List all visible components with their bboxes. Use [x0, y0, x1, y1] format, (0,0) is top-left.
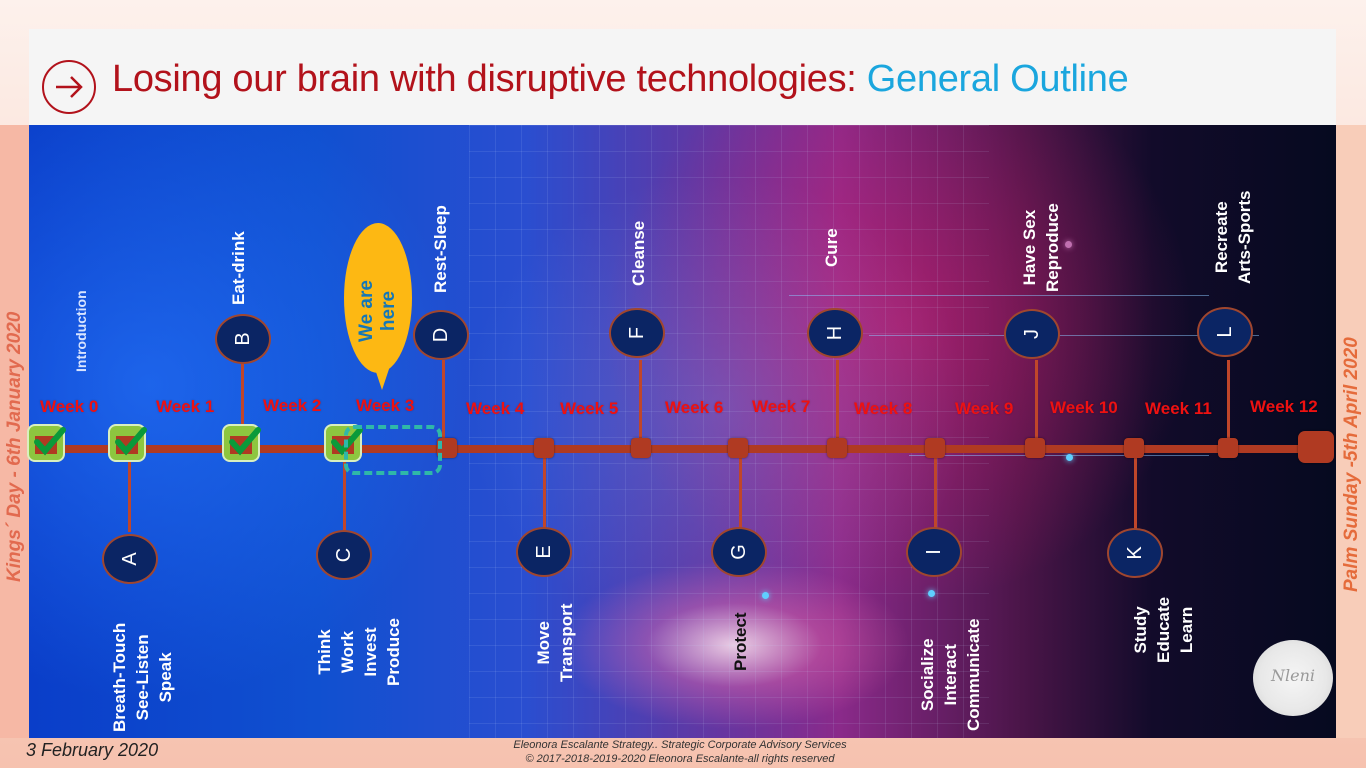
stem-j: [1035, 360, 1038, 448]
week-label: Week 6: [665, 398, 724, 417]
slide-title: Losing our brain with disruptive technol…: [112, 58, 1129, 101]
end-date-label: Palm Sunday -5th April 2020: [1341, 337, 1362, 592]
title-main: Losing our brain with disruptive technol…: [112, 58, 867, 100]
signature-seal-logo: Nleni: [1253, 640, 1333, 716]
week-label: Week 10: [1050, 398, 1118, 417]
week-label: Week 12: [1250, 397, 1318, 416]
stem-c: [343, 452, 346, 532]
current-week-highlight: [344, 425, 442, 475]
footer-date: 3 February 2020: [26, 740, 159, 760]
topic-node-c[interactable]: C: [316, 530, 372, 580]
topic-node-d[interactable]: D: [413, 310, 469, 360]
title-accent: General Outline: [866, 58, 1129, 100]
week-label: Week 2: [263, 396, 322, 415]
circuit-line: [909, 455, 1209, 456]
circuit-line: [789, 295, 1209, 296]
stem-k: [1134, 452, 1137, 532]
brain-background: [29, 125, 1336, 738]
topic-node-b[interactable]: B: [215, 314, 271, 364]
topic-label-h: Cure: [822, 228, 841, 267]
bubble-tail: [372, 360, 392, 390]
topic-node-e[interactable]: E: [516, 527, 572, 577]
right-band: [1336, 125, 1366, 738]
introduction-label: Introduction: [73, 290, 89, 372]
topic-label-c: Think Work Invest Produce: [315, 617, 403, 686]
topic-node-g[interactable]: G: [711, 527, 767, 577]
footer-copyright: Eleonora Escalante Strategy.. Strategic …: [440, 738, 920, 766]
week-label: Week 9: [955, 399, 1014, 418]
topic-label-l: Recreate Arts-Sports: [1212, 190, 1254, 284]
topic-label-j: Have Sex Reproduce: [1020, 203, 1062, 292]
circuit-node: [928, 590, 935, 597]
week-tick: [1218, 438, 1238, 458]
grid-overlay: [469, 125, 989, 738]
topic-label-i: Socialize Interact Communicate: [918, 618, 983, 731]
checkmark-icon: [115, 427, 147, 456]
week-label: Week 1: [156, 397, 215, 416]
topic-node-j[interactable]: J: [1004, 309, 1060, 359]
topic-node-a[interactable]: A: [102, 534, 158, 584]
checkmark-icon: [331, 427, 363, 456]
arrow-right-circle-icon: [42, 60, 96, 114]
completed-checkbox: [27, 424, 66, 462]
stem-b: [241, 360, 244, 448]
we-are-here-bubble: [344, 223, 412, 373]
week-label: Week 3: [356, 396, 415, 415]
topic-node-h[interactable]: H: [807, 308, 863, 358]
week-label: Week 7: [752, 397, 811, 416]
topic-node-f[interactable]: F: [609, 308, 665, 358]
topic-node-k[interactable]: K: [1107, 528, 1163, 578]
completed-checkbox: [108, 424, 147, 462]
we-are-here-text: We are here: [356, 280, 399, 342]
topic-label-a: Breath-Touch See-Listen Speak: [110, 622, 175, 732]
completed-checkbox: [222, 424, 261, 462]
week-label: Week 5: [560, 399, 619, 418]
topic-node-i[interactable]: I: [906, 527, 962, 577]
circuit-line: [869, 335, 1259, 336]
stem-f: [639, 360, 642, 448]
circuit-node: [762, 592, 769, 599]
stem-e: [543, 452, 546, 532]
week-label: Week 4: [466, 399, 525, 418]
week-tick: [1124, 438, 1144, 458]
final-week-tick: [1298, 431, 1334, 463]
week-label: Week 0: [40, 397, 99, 416]
stem-l: [1227, 360, 1230, 448]
timeline-bar: [36, 445, 1326, 453]
week-tick: [631, 438, 651, 458]
start-date-label: Kings´ Day - 6th January 2020: [4, 311, 25, 582]
topic-label-f: Cleanse: [629, 220, 648, 286]
week-tick: [925, 438, 945, 458]
checkmark-icon: [229, 427, 261, 456]
checkmark-icon: [34, 427, 66, 456]
topic-label-d: Rest-Sleep: [431, 205, 450, 293]
topic-node-l[interactable]: L: [1197, 307, 1253, 357]
title-bar: [29, 29, 1336, 125]
completed-checkbox: [324, 424, 363, 462]
topic-label-k: Study Educate Learn: [1131, 596, 1196, 663]
stem-i: [934, 452, 937, 532]
circuit-node: [1065, 241, 1072, 248]
topic-label-b: Eat-drink: [229, 231, 248, 305]
stem-d: [442, 360, 445, 448]
copyright-line-2: © 2017-2018-2019-2020 Eleonora Escalante…: [525, 753, 835, 765]
circuit-node: [1066, 454, 1073, 461]
week-label: Week 11: [1145, 399, 1212, 418]
week-tick: [534, 438, 554, 458]
stem-a: [128, 452, 131, 532]
topic-label-e: Move Transport: [534, 603, 576, 682]
stem-h: [836, 360, 839, 448]
week-tick: [1025, 438, 1045, 458]
left-band: [0, 125, 29, 738]
week-tick: [827, 438, 847, 458]
stem-g: [739, 452, 742, 532]
week-tick: [437, 438, 457, 458]
topic-label-g: Protect: [731, 612, 750, 671]
week-label: Week 8: [854, 399, 913, 418]
week-tick: [728, 438, 748, 458]
copyright-line-1: Eleonora Escalante Strategy.. Strategic …: [513, 739, 847, 751]
